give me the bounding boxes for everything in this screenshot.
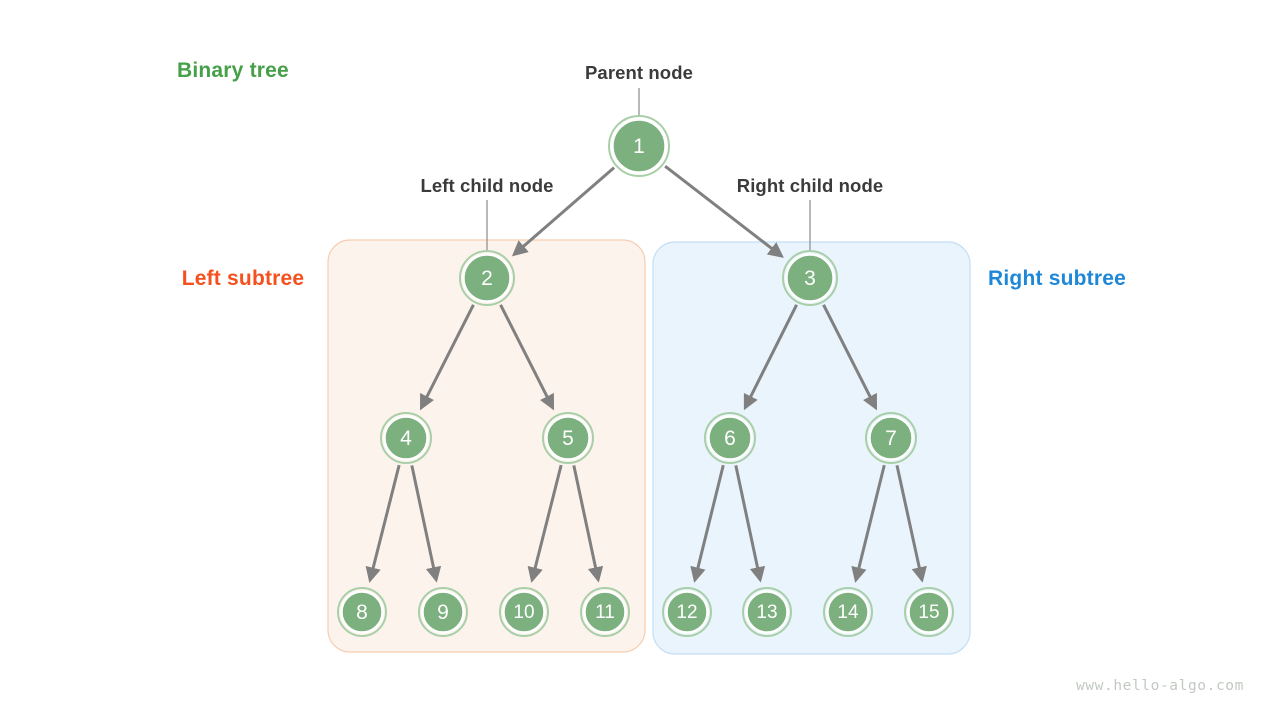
edge-n3-n7 bbox=[822, 304, 877, 411]
tree-node-12[interactable] bbox=[662, 587, 712, 637]
tree-node-8[interactable] bbox=[337, 587, 387, 637]
tree-node-5[interactable] bbox=[542, 412, 594, 464]
annotation-label-left_child: Left child node bbox=[420, 175, 554, 196]
diagram-title: Binary tree bbox=[177, 59, 289, 82]
tree-nodes bbox=[337, 115, 954, 637]
edge-n2-n4 bbox=[420, 304, 475, 411]
edge-n7-n14 bbox=[851, 464, 886, 583]
annotation-label-parent: Parent node bbox=[584, 62, 693, 83]
edge-n1-n2 bbox=[511, 166, 616, 257]
tree-node-14[interactable] bbox=[823, 587, 873, 637]
tree-node-10[interactable] bbox=[499, 587, 549, 637]
tree-node-15[interactable] bbox=[904, 587, 954, 637]
subtree-boxes bbox=[327, 239, 971, 655]
tree-node-2[interactable] bbox=[459, 250, 515, 306]
edge-n3-n6 bbox=[743, 304, 798, 411]
edge-n1-n3 bbox=[664, 164, 784, 258]
edge-n6-n13 bbox=[734, 465, 766, 583]
annotation-label-right_child: Right child node bbox=[736, 175, 884, 196]
tree-node-6[interactable] bbox=[704, 412, 756, 464]
tree-edges bbox=[365, 164, 927, 583]
edge-n4-n9 bbox=[410, 465, 442, 583]
subtree-label-right: Right subtree bbox=[988, 267, 1126, 290]
tree-node-4[interactable] bbox=[380, 412, 432, 464]
edge-n7-n15 bbox=[895, 465, 927, 583]
annotation-pointer-lines bbox=[486, 88, 811, 250]
edge-n6-n12 bbox=[690, 464, 725, 583]
subtree-label-left: Left subtree bbox=[181, 267, 305, 290]
tree-node-13[interactable] bbox=[742, 587, 792, 637]
edge-n2-n5 bbox=[499, 304, 554, 411]
subtree-box-right bbox=[652, 241, 971, 655]
watermark: www.hello-algo.com bbox=[1076, 678, 1244, 694]
tree-node-3[interactable] bbox=[782, 250, 838, 306]
tree-node-1[interactable] bbox=[608, 115, 670, 177]
edge-n4-n8 bbox=[365, 464, 401, 583]
edge-n5-n11 bbox=[572, 465, 604, 583]
tree-node-11[interactable] bbox=[580, 587, 630, 637]
tree-node-9[interactable] bbox=[418, 587, 468, 637]
edge-n5-n10 bbox=[527, 464, 563, 583]
tree-node-7[interactable] bbox=[865, 412, 917, 464]
